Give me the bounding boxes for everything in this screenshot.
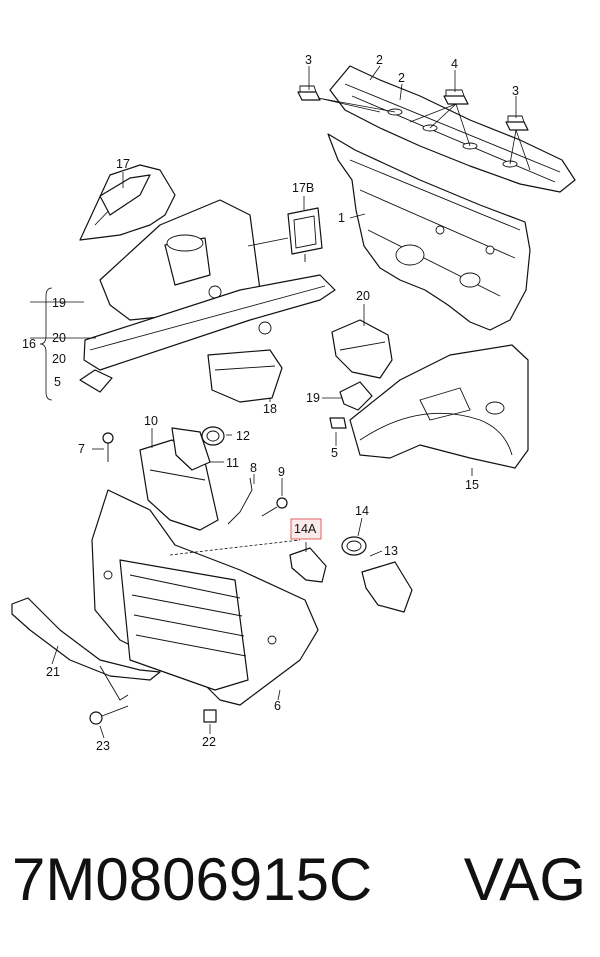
callout-21: 21	[46, 665, 60, 679]
part-8-cable	[227, 477, 253, 525]
callout-20-left-b: 20	[52, 352, 66, 366]
callout-3-right: 3	[512, 84, 519, 98]
wheel-housing	[349, 344, 529, 469]
highlight-box-14A	[290, 518, 322, 540]
lock-carrier	[91, 489, 319, 706]
callout-2-lower: 2	[398, 71, 405, 85]
part-17B-frame	[287, 207, 323, 262]
callout-20-right: 20	[356, 289, 370, 303]
bracket-4	[443, 89, 469, 105]
callout-5-left: 5	[54, 375, 61, 389]
brand-name: VAG	[463, 846, 586, 913]
exploded-parts-diagram: 3 2 2 4 3 1 17 17B 20 19 16 20 20 5 18 1…	[11, 53, 576, 753]
callout-20-left-a: 20	[52, 331, 66, 345]
bulkhead-panel	[327, 133, 531, 331]
callout-7: 7	[78, 442, 85, 456]
callout-17B: 17B	[292, 181, 314, 195]
callout-17: 17	[116, 157, 130, 171]
callout-16: 16	[22, 337, 36, 351]
part-number: 7M0806915C	[12, 846, 373, 913]
part-11-bracket	[171, 427, 211, 471]
callout-19-right: 19	[306, 391, 320, 405]
part-23-bolt	[89, 705, 129, 725]
callout-11: 11	[226, 456, 239, 470]
callout-13: 13	[384, 544, 398, 558]
callout-15: 15	[465, 478, 479, 492]
part-7-bolt	[102, 432, 114, 462]
callout-1: 1	[338, 211, 345, 225]
callout-14: 14	[355, 504, 369, 518]
plenum-panel	[329, 65, 576, 193]
callout-8: 8	[250, 461, 257, 475]
callout-10: 10	[144, 414, 158, 428]
callout-5-right: 5	[331, 446, 338, 460]
part-19-bracket	[339, 381, 373, 411]
bracket-3-left	[297, 85, 321, 101]
callout-19-left: 19	[52, 296, 66, 310]
callout-14A: 14A	[294, 522, 317, 536]
callout-2-upper: 2	[376, 53, 383, 67]
callout-4: 4	[451, 57, 458, 71]
part-12-seal	[201, 426, 225, 446]
part-9-bolt	[261, 497, 288, 517]
part-5-clip	[329, 417, 347, 429]
callout-23: 23	[96, 739, 110, 753]
callout-12: 12	[236, 429, 250, 443]
callout-3-left: 3	[305, 53, 312, 67]
part-14-grommet	[341, 536, 367, 556]
part-17-brace	[99, 174, 151, 216]
footer: 7M0806915C VAG	[0, 840, 600, 930]
part-21-cross-member	[11, 597, 161, 701]
part-20-reinforcement	[331, 319, 393, 379]
callout-9: 9	[278, 465, 285, 479]
callout-18: 18	[263, 402, 277, 416]
bracket-3-right	[505, 115, 529, 131]
callout-6: 6	[274, 699, 281, 713]
part-13-air-duct	[361, 561, 413, 613]
part-14A-cover	[289, 547, 327, 583]
part-22-clip	[203, 709, 217, 723]
part-18-bracket	[207, 349, 283, 403]
longitudinal-member	[79, 164, 336, 393]
callout-22: 22	[202, 735, 216, 749]
